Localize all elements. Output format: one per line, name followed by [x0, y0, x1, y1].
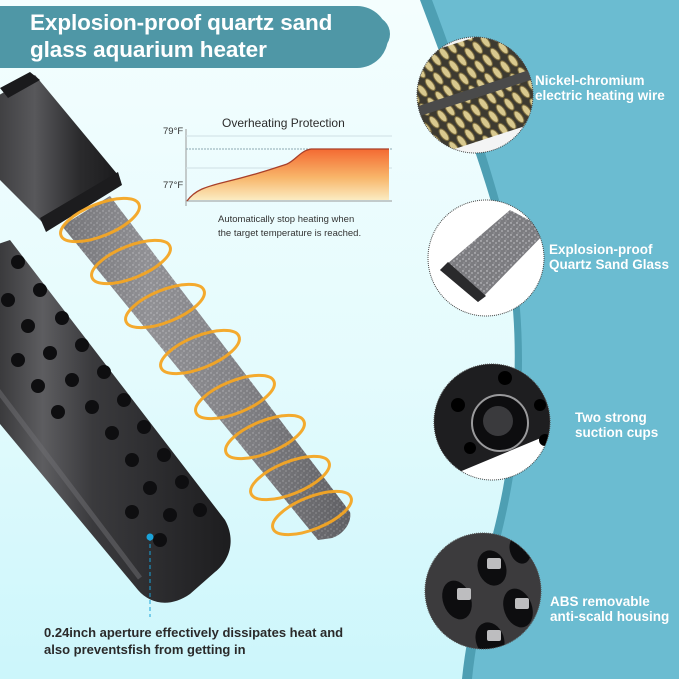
- feature-label-line-1: Explosion-proof: [549, 242, 653, 257]
- feature-label-line-2: Quartz Sand Glass: [549, 257, 670, 272]
- chart-caption-line-2: the target temperature is reached.: [218, 227, 362, 239]
- title-banner: [0, 6, 388, 68]
- feature-label-line-2: electric heating wire: [535, 88, 665, 103]
- feature-circle-glass: [428, 200, 544, 316]
- feature-label-line-1: Nickel-chromium: [535, 73, 645, 88]
- chart-y-tick-high: 79°F: [163, 126, 184, 137]
- page-title: Explosion-proof quartz sand glass aquari…: [30, 9, 370, 63]
- chart-caption-line-1: Automatically stop heating when: [218, 214, 355, 225]
- feature-label-heating-wire: Nickel-chromium electric heating wire: [535, 73, 665, 103]
- feature-label-suction-cups: Two strong suction cups: [575, 410, 658, 440]
- feature-label-line-1: Two strong: [575, 410, 647, 425]
- chart-caption: Automatically stop heating when the targ…: [218, 213, 361, 240]
- aperture-caption-line-2: also preventsfish from getting in: [44, 642, 246, 657]
- overheating-chart: [185, 129, 392, 206]
- aperture-caption: 0.24inch aperture effectively dissipates…: [44, 624, 343, 658]
- feature-label-line-2: anti-scald housing: [550, 609, 670, 624]
- feature-label-abs-housing: ABS removable anti-scald housing: [550, 594, 669, 624]
- heating-coils: [59, 196, 353, 537]
- chart-y-tick-low: 77°F: [163, 180, 184, 191]
- feature-circle-suction: [434, 364, 550, 480]
- heater-housing: [0, 240, 231, 603]
- feature-circle-housing: [425, 533, 541, 649]
- feature-label-line-2: suction cups: [575, 425, 659, 440]
- heater-cap: [0, 72, 122, 232]
- feature-label-quartz-glass: Explosion-proof Quartz Sand Glass: [549, 242, 669, 272]
- aperture-pointer: [146, 533, 154, 617]
- feature-label-line-1: ABS removable: [550, 594, 650, 609]
- aperture-caption-line-1: 0.24inch aperture effectively dissipates…: [44, 625, 344, 640]
- title-line-2: glass aquarium heater: [30, 37, 267, 62]
- chart-title: Overheating Protection: [222, 116, 345, 130]
- title-line-1: Explosion-proof quartz sand: [30, 10, 333, 35]
